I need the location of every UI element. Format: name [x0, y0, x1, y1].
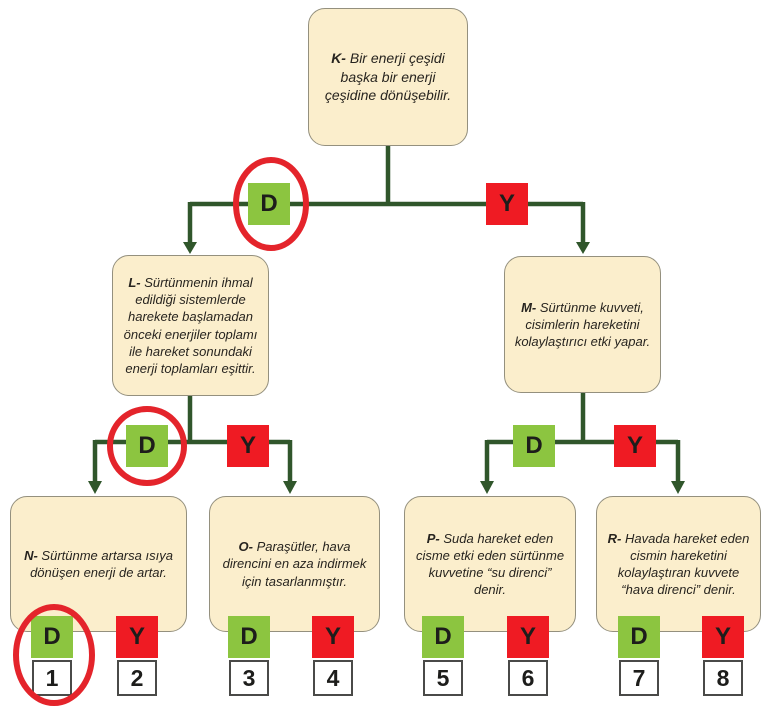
l-branch-y-chip: Y [227, 425, 269, 467]
node-p-text: P- Suda hareket eden cisme etki eden sür… [415, 530, 565, 598]
node-n-prefix: N- [24, 547, 38, 563]
p-answer-d-chip: D [422, 616, 464, 658]
r-answer-d-chip: D [618, 616, 660, 658]
r-answer-y-chip: Y [702, 616, 744, 658]
answer-box-5: 5 [423, 660, 463, 696]
answer-box-1: 1 [32, 660, 72, 696]
n-answer-d-chip: D [31, 616, 73, 658]
k-branch-d-chip: D [248, 183, 290, 225]
answer-box-7: 7 [619, 660, 659, 696]
node-m: M- Sürtünme kuvveti, cisimlerin hareketi… [504, 256, 661, 393]
m-branch-y-chip: Y [614, 425, 656, 467]
node-k-text: K- Bir enerji çeşidi başka bir enerji çe… [324, 50, 452, 104]
node-p-prefix: P- [426, 530, 440, 546]
node-n: N- Sürtünme artarsa ısıya dönüşen enerji… [10, 496, 187, 632]
node-r: R- Havada hareket eden cismin hareketini… [596, 496, 761, 632]
m-branch-d-chip: D [513, 425, 555, 467]
node-o-text: O- Paraşütler, hava direncini en aza ind… [222, 539, 367, 589]
node-l-text: L- Sürtünmenin ihmal edildiği sistemlerd… [123, 275, 258, 376]
node-m-prefix: M- [521, 299, 537, 315]
answer-box-3: 3 [229, 660, 269, 696]
node-k: K- Bir enerji çeşidi başka bir enerji çe… [308, 8, 468, 146]
node-o-prefix: O- [238, 539, 253, 555]
k-branch-y-chip: Y [486, 183, 528, 225]
answer-box-6: 6 [508, 660, 548, 696]
node-k-prefix: K- [331, 50, 346, 67]
node-m-text: M- Sürtünme kuvveti, cisimlerin hareketi… [514, 299, 651, 350]
answer-box-8: 8 [703, 660, 743, 696]
o-answer-d-chip: D [228, 616, 270, 658]
answer-box-4: 4 [313, 660, 353, 696]
answer-box-2: 2 [117, 660, 157, 696]
node-r-prefix: R- [607, 530, 622, 546]
node-l: L- Sürtünmenin ihmal edildiği sistemlerd… [112, 255, 269, 396]
node-r-text: R- Havada hareket eden cismin hareketini… [607, 530, 750, 598]
l-branch-d-chip: D [126, 425, 168, 467]
p-answer-y-chip: Y [507, 616, 549, 658]
n-answer-y-chip: Y [116, 616, 158, 658]
node-n-text: N- Sürtünme artarsa ısıya dönüşen enerji… [24, 547, 173, 580]
node-o: O- Paraşütler, hava direncini en aza ind… [209, 496, 380, 632]
node-l-prefix: L- [128, 275, 141, 291]
node-p: P- Suda hareket eden cisme etki eden sür… [404, 496, 576, 632]
o-answer-y-chip: Y [312, 616, 354, 658]
